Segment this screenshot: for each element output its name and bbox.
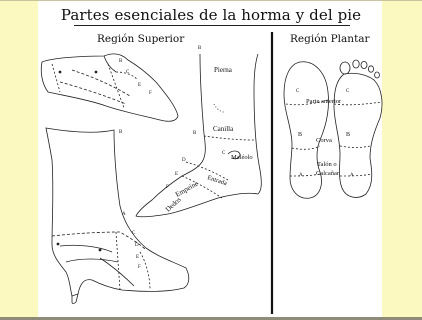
label-maleolo: Maléolo xyxy=(231,154,253,161)
sole-left-letter-a: A xyxy=(299,173,303,178)
last-letter-c: C xyxy=(126,70,130,75)
last-letter-e: E xyxy=(138,83,141,88)
shoe-last-drawing xyxy=(40,53,179,122)
leg-letter-d: D xyxy=(182,158,186,163)
boot-drawing xyxy=(45,127,190,304)
boot-letter-d: D xyxy=(135,243,139,248)
boot-letter-c: C xyxy=(132,231,136,236)
leg-letter-b: B xyxy=(193,131,197,136)
region-plantar-label: Región Plantar xyxy=(290,33,370,45)
label-entrada: Entrada xyxy=(206,174,227,187)
label-corva: Corva xyxy=(316,137,332,144)
leg-profile-drawing xyxy=(135,53,262,218)
top-border xyxy=(0,0,422,1)
leg-letter-c: C xyxy=(222,151,226,156)
sole-left-letter-b: B xyxy=(298,132,302,138)
last-letter-b: B xyxy=(119,59,123,64)
region-upper-label: Región Superior xyxy=(97,33,185,45)
label-parte-anterior: Parte anterior xyxy=(306,98,342,105)
leg-letter-f: F xyxy=(166,185,169,190)
label-canilla: Canilla xyxy=(213,125,234,133)
slide-title: Partes esenciales de la horma y del pie xyxy=(60,6,362,24)
sole-outline-right xyxy=(333,59,383,198)
sole-left-letter-c: C xyxy=(296,89,300,94)
boot-letter-e: E xyxy=(136,255,139,260)
label-talon-line2: Calcañar xyxy=(316,170,340,177)
label-talon-line1: Talón o xyxy=(317,161,337,168)
bottom-border xyxy=(0,317,422,320)
left-margin-band xyxy=(0,0,38,320)
boot-letter-a: A xyxy=(122,212,126,217)
label-pierna: Pierna xyxy=(214,66,233,74)
leg-letter-b-top: B xyxy=(198,46,202,51)
label-empeine: Empeine xyxy=(174,179,200,198)
sole-right-letter-c: C xyxy=(346,89,350,94)
sole-right-letter-a: A xyxy=(350,173,354,178)
leg-letter-e: E xyxy=(175,172,178,177)
sole-outline-left xyxy=(283,61,329,199)
right-margin-band xyxy=(382,0,422,320)
last-letter-f: F xyxy=(149,91,152,96)
boot-letter-b: B xyxy=(119,130,123,135)
title-underline xyxy=(74,25,350,26)
boot-letter-f: F xyxy=(138,265,141,270)
sole-right-letter-b: B xyxy=(346,132,350,138)
